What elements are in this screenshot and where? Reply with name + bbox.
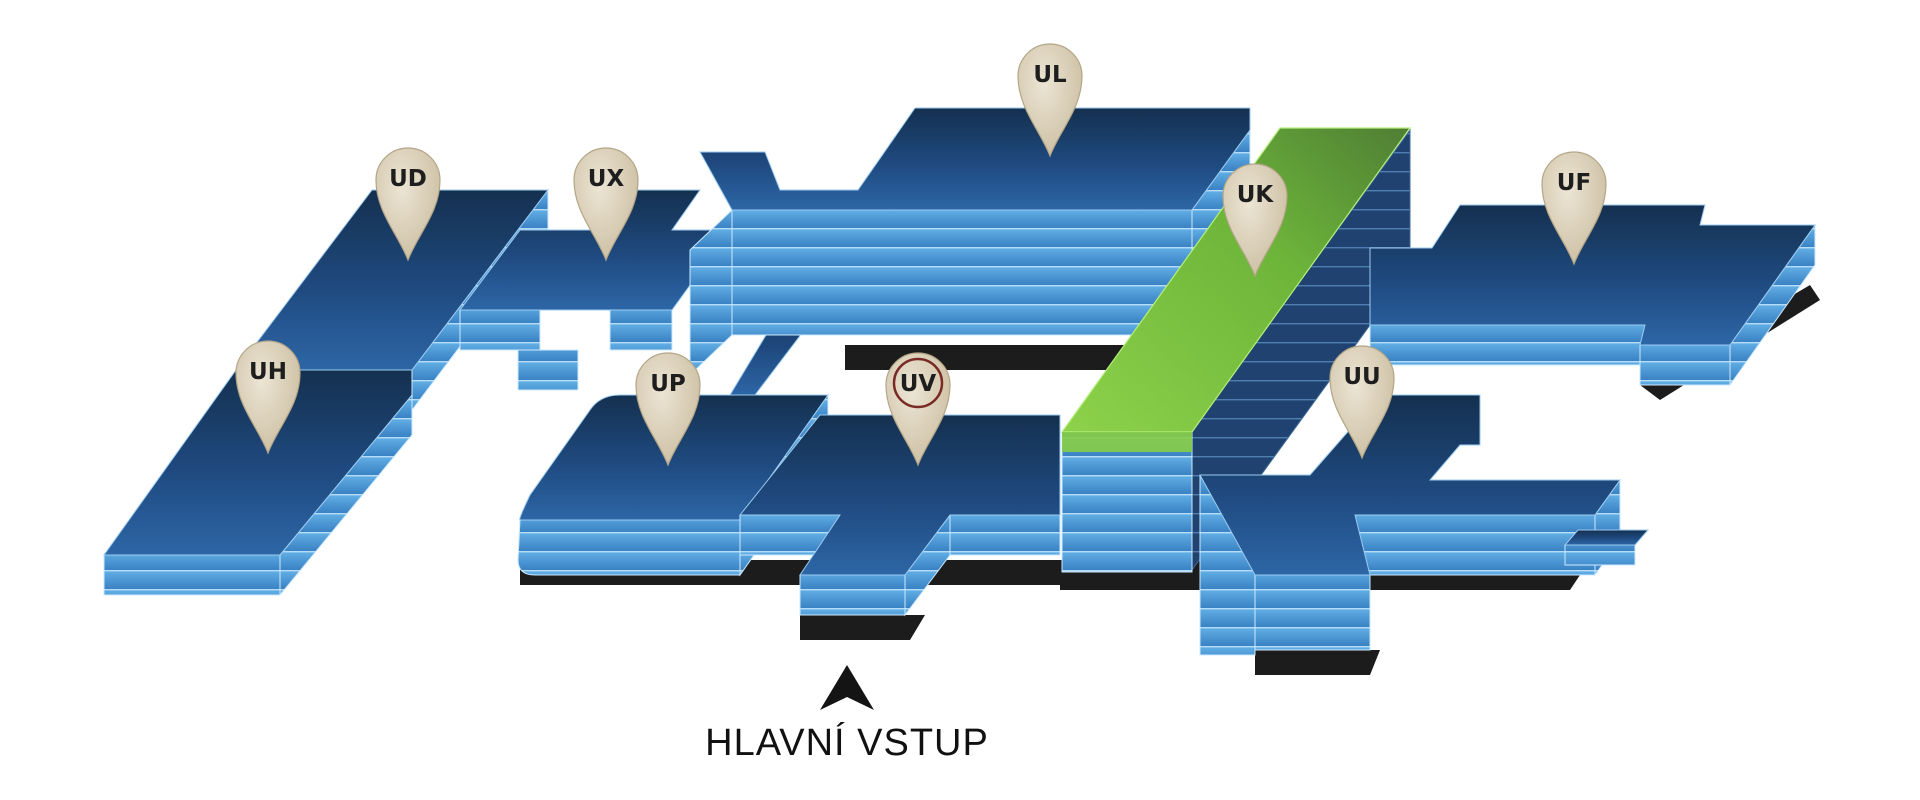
building-uf-top xyxy=(1369,204,1816,346)
building-up-side xyxy=(517,519,741,576)
pin-label-uv: UV xyxy=(900,371,937,397)
map-pin-icon xyxy=(573,147,639,262)
building-uf[interactable] xyxy=(1369,204,1816,387)
map-pin-icon xyxy=(1222,163,1288,278)
selected-ring-icon xyxy=(892,357,944,409)
building-ux-side-front xyxy=(459,309,541,351)
pin-uf[interactable]: UF xyxy=(1541,151,1607,266)
pin-uu[interactable]: UU xyxy=(1329,345,1395,460)
pin-label-uf: UF xyxy=(1557,170,1591,196)
pin-label-uu: UU xyxy=(1343,364,1380,390)
pin-uh[interactable]: UH xyxy=(235,340,301,455)
map-pin-icon xyxy=(1541,151,1607,266)
pin-label-up: UP xyxy=(650,371,686,397)
map-pin-icon xyxy=(885,352,951,467)
arrow-up-icon xyxy=(820,665,874,710)
pin-ul[interactable]: UL xyxy=(1017,43,1083,158)
building-uu-side-mid xyxy=(1354,514,1596,576)
building-uf-side-front xyxy=(1369,324,1646,366)
pin-label-ul: UL xyxy=(1033,62,1067,88)
pin-label-uh: UH xyxy=(249,359,287,385)
pin-ud[interactable]: UD xyxy=(375,147,441,262)
map-pin-icon xyxy=(1017,43,1083,158)
building-ux-side-low xyxy=(517,349,579,391)
pin-label-ud: UD xyxy=(389,166,427,192)
building-ul-side-left xyxy=(689,208,733,377)
building-ul-side xyxy=(731,209,1193,336)
building-uu-wing-east-top xyxy=(1563,529,1650,546)
building-uk-side-front xyxy=(1061,431,1193,573)
building-uh[interactable] xyxy=(103,369,413,597)
building-ux-side-right xyxy=(609,309,673,351)
pin-uk[interactable]: UK xyxy=(1222,163,1288,278)
building-ul-top xyxy=(699,107,1251,211)
building-ud-top xyxy=(234,189,550,371)
main-entrance-label: HLAVNÍ VSTUP xyxy=(705,721,989,764)
building-uv-side-low xyxy=(799,574,906,616)
building-uk[interactable] xyxy=(1060,127,1412,573)
building-uk-top-edge xyxy=(1062,432,1192,452)
building-uv[interactable] xyxy=(738,414,1061,617)
building-uf-side-low xyxy=(1639,344,1731,386)
pin-up[interactable]: UP xyxy=(635,352,701,467)
building-up-top xyxy=(519,394,829,521)
building-pins: UH UD UX UP UV UL UK UU UF xyxy=(235,43,1607,467)
map-pin-icon xyxy=(235,340,301,455)
map-pin-icon xyxy=(635,352,701,467)
map-pin-icon xyxy=(1329,345,1395,460)
building-uu-top xyxy=(1199,394,1621,576)
pin-label-ux: UX xyxy=(588,166,625,192)
pin-uv[interactable]: UV xyxy=(885,352,951,467)
map-pin-icon xyxy=(375,147,441,262)
building-ux[interactable] xyxy=(459,189,731,391)
building-uv-side-right xyxy=(949,514,1061,556)
building-uu-side-front xyxy=(1254,574,1371,651)
building-uu-wing-east xyxy=(1564,544,1636,566)
main-entrance[interactable]: HLAVNÍ VSTUP xyxy=(705,665,989,764)
building-uu[interactable] xyxy=(1199,394,1650,656)
pin-label-uk: UK xyxy=(1237,182,1275,208)
pin-ux[interactable]: UX xyxy=(573,147,639,262)
building-uh-side xyxy=(103,554,281,596)
